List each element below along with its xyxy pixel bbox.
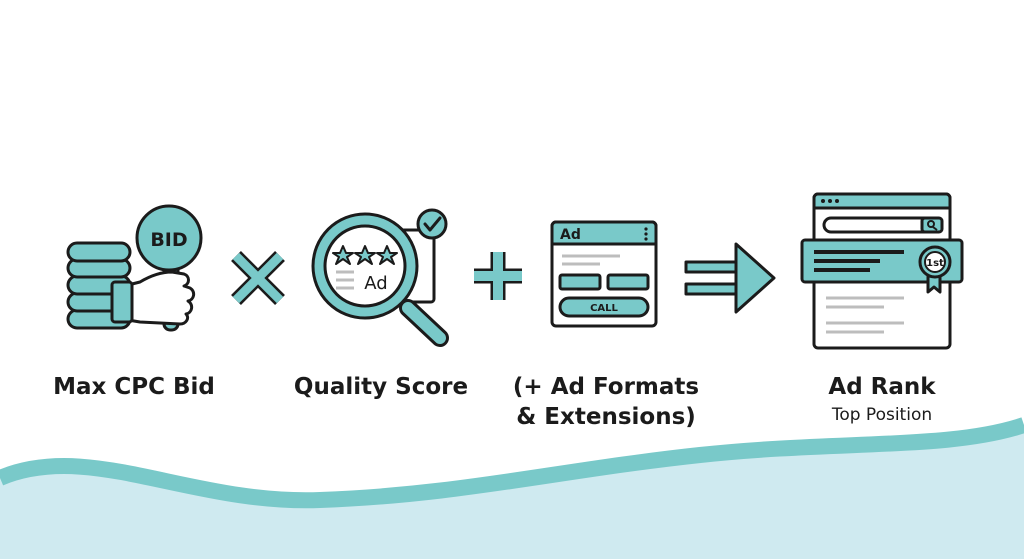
caption-line: (+ Ad Formats <box>512 374 700 400</box>
double-arrow-icon <box>684 242 776 314</box>
step-label-quality-score: Quality Score <box>271 372 491 402</box>
first-place-ribbon-icon <box>918 245 952 294</box>
ad-card-title: Ad <box>560 227 581 243</box>
wave-stroke <box>0 417 1024 509</box>
star-rating-icon <box>332 245 398 265</box>
bid-paddle-icon <box>66 204 203 332</box>
caption-line: Max CPC Bid <box>53 374 215 400</box>
paddle-head <box>135 204 203 272</box>
caption-line: Quality Score <box>293 374 469 400</box>
call-button-label: CALL <box>590 303 618 314</box>
plus-icon <box>474 252 522 300</box>
hand-icon <box>126 270 196 326</box>
search-results-rank-icon <box>800 192 964 350</box>
call-button <box>558 296 650 318</box>
kebab-menu-icon <box>644 227 648 241</box>
step-label-ad-formats: (+ Ad Formats & Extensions) <box>496 372 716 432</box>
search-icon <box>920 216 944 234</box>
step-sublabel-top-position: Top Position <box>831 405 933 425</box>
caption-line: Ad Rank <box>828 374 936 400</box>
multiply-icon <box>231 251 285 305</box>
ad-option-button <box>558 273 602 291</box>
cuff-icon <box>110 280 134 324</box>
ad-label-in-lens: Ad <box>364 273 387 294</box>
wave-background <box>0 425 1024 559</box>
ad-format-card-icon <box>550 220 658 328</box>
first-place-label: 1st <box>926 258 944 269</box>
caption-line: & Extensions) <box>516 404 696 430</box>
step-label-max-cpc-bid: Max CPC Bid <box>24 372 244 402</box>
ad-option-button <box>606 273 650 291</box>
magnifier-quality-icon <box>311 208 449 347</box>
bid-badge-text: BID <box>150 229 187 251</box>
step-label-ad-rank: Ad Rank <box>772 372 992 402</box>
check-badge-icon <box>416 208 448 240</box>
